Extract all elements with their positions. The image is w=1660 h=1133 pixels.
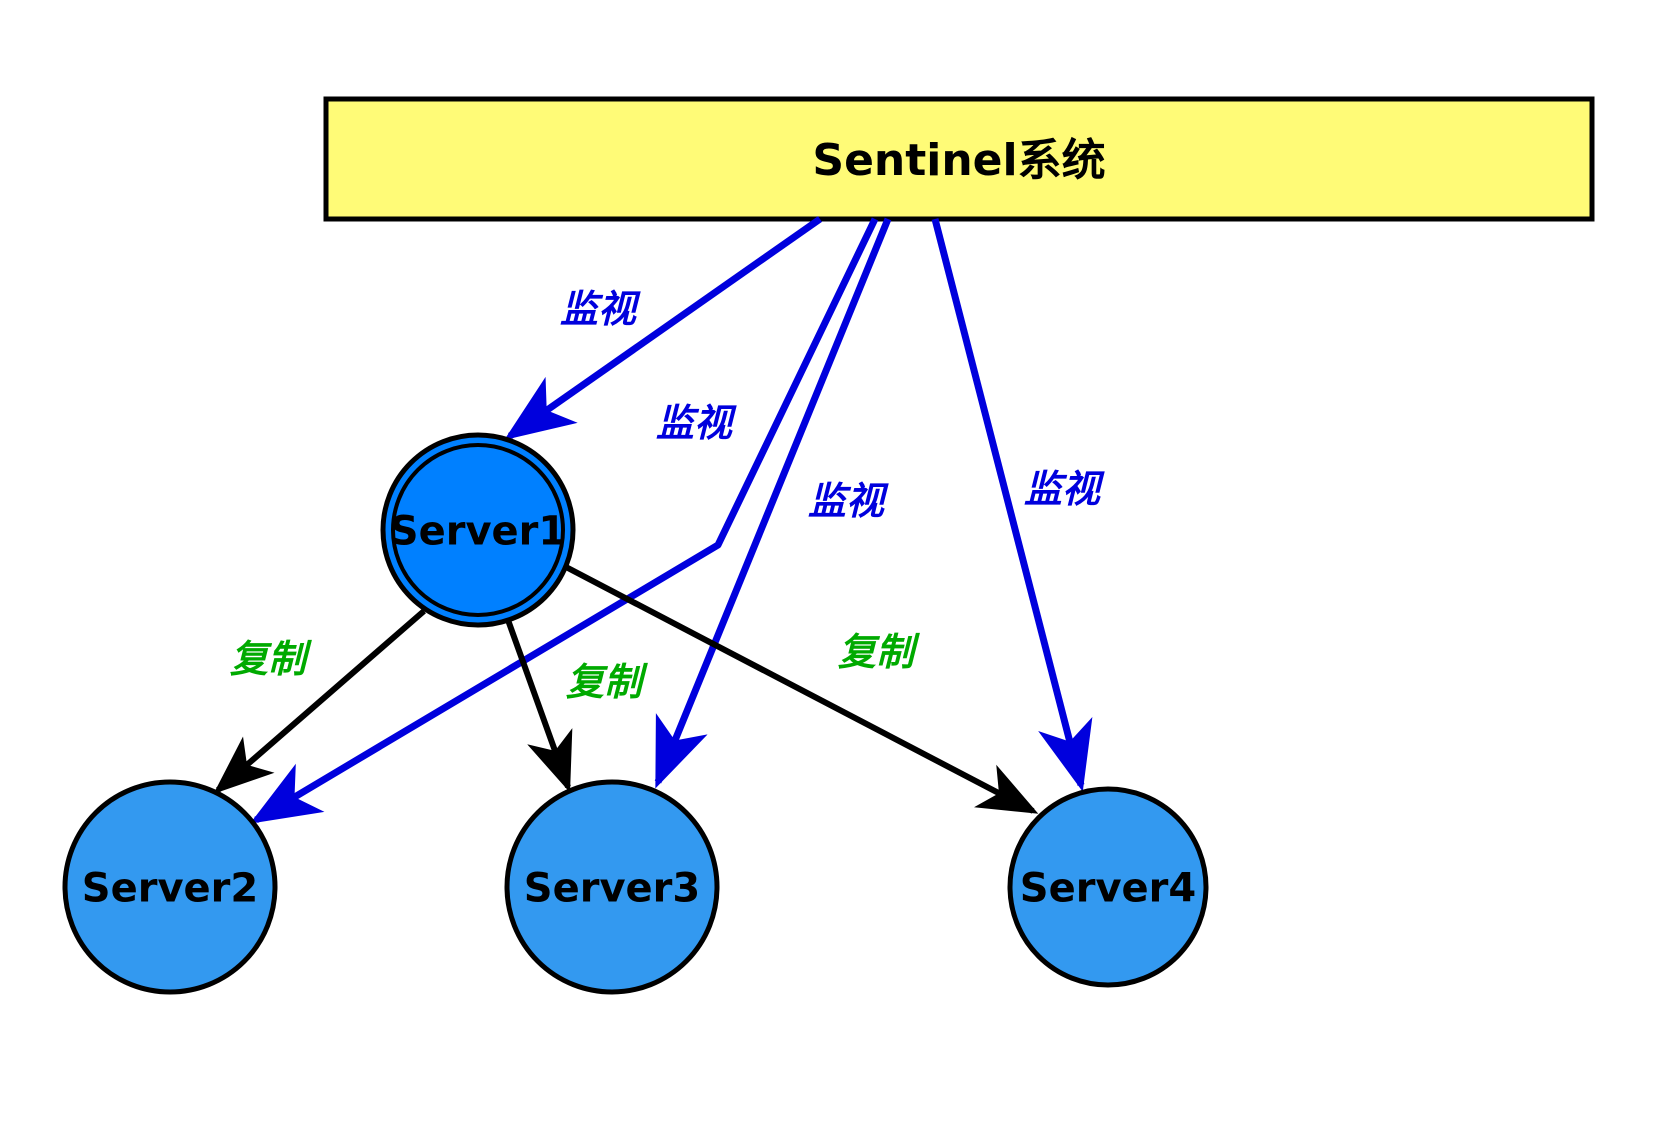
server3-circle [504,779,720,995]
edge-label-monitor-server1: 监视 [560,286,641,331]
edge-monitor-server4[interactable] [931,218,1093,792]
node-server1[interactable]: Server1 [380,432,576,628]
edge-replicate-server2[interactable] [213,608,426,794]
server1-label: Server1 [390,508,566,554]
sentinel-box-label: Sentinel系统 [812,135,1105,186]
server1-inner-circle [391,443,565,617]
server4-circle [1007,786,1209,988]
monitor-edges [249,216,1093,824]
edge-label-replicate-server4: 复制 [838,629,920,674]
sentinel-box-rect [323,96,1595,222]
server2-label: Server2 [82,865,258,911]
edge-label-monitor-server3: 监视 [808,478,889,523]
replicate-edges [213,564,1039,814]
edge-label-monitor-server4: 监视 [1024,466,1105,511]
edge-replicate-server3[interactable] [505,618,573,793]
monitor-edge-labels: 监视 监视 监视 监视 [560,286,1105,523]
edge-monitor-server2[interactable] [249,217,879,824]
server4-label: Server4 [1020,865,1196,911]
edge-label-replicate-server3: 复制 [566,659,648,704]
edge-monitor-server1[interactable] [504,216,823,441]
sentinel-title-box[interactable]: Sentinel系统 [323,96,1595,222]
edge-replicate-server4[interactable] [564,564,1039,814]
edge-label-replicate-server2: 复制 [230,636,312,681]
server2-circle [62,779,278,995]
server3-label: Server3 [524,865,700,911]
node-server2[interactable]: Server2 [62,779,278,995]
replicate-edge-labels: 复制 复制 复制 [230,629,920,704]
node-server3[interactable]: Server3 [504,779,720,995]
edge-label-monitor-server2: 监视 [656,400,737,445]
edge-monitor-server3[interactable] [654,217,892,789]
node-server4[interactable]: Server4 [1007,786,1209,988]
